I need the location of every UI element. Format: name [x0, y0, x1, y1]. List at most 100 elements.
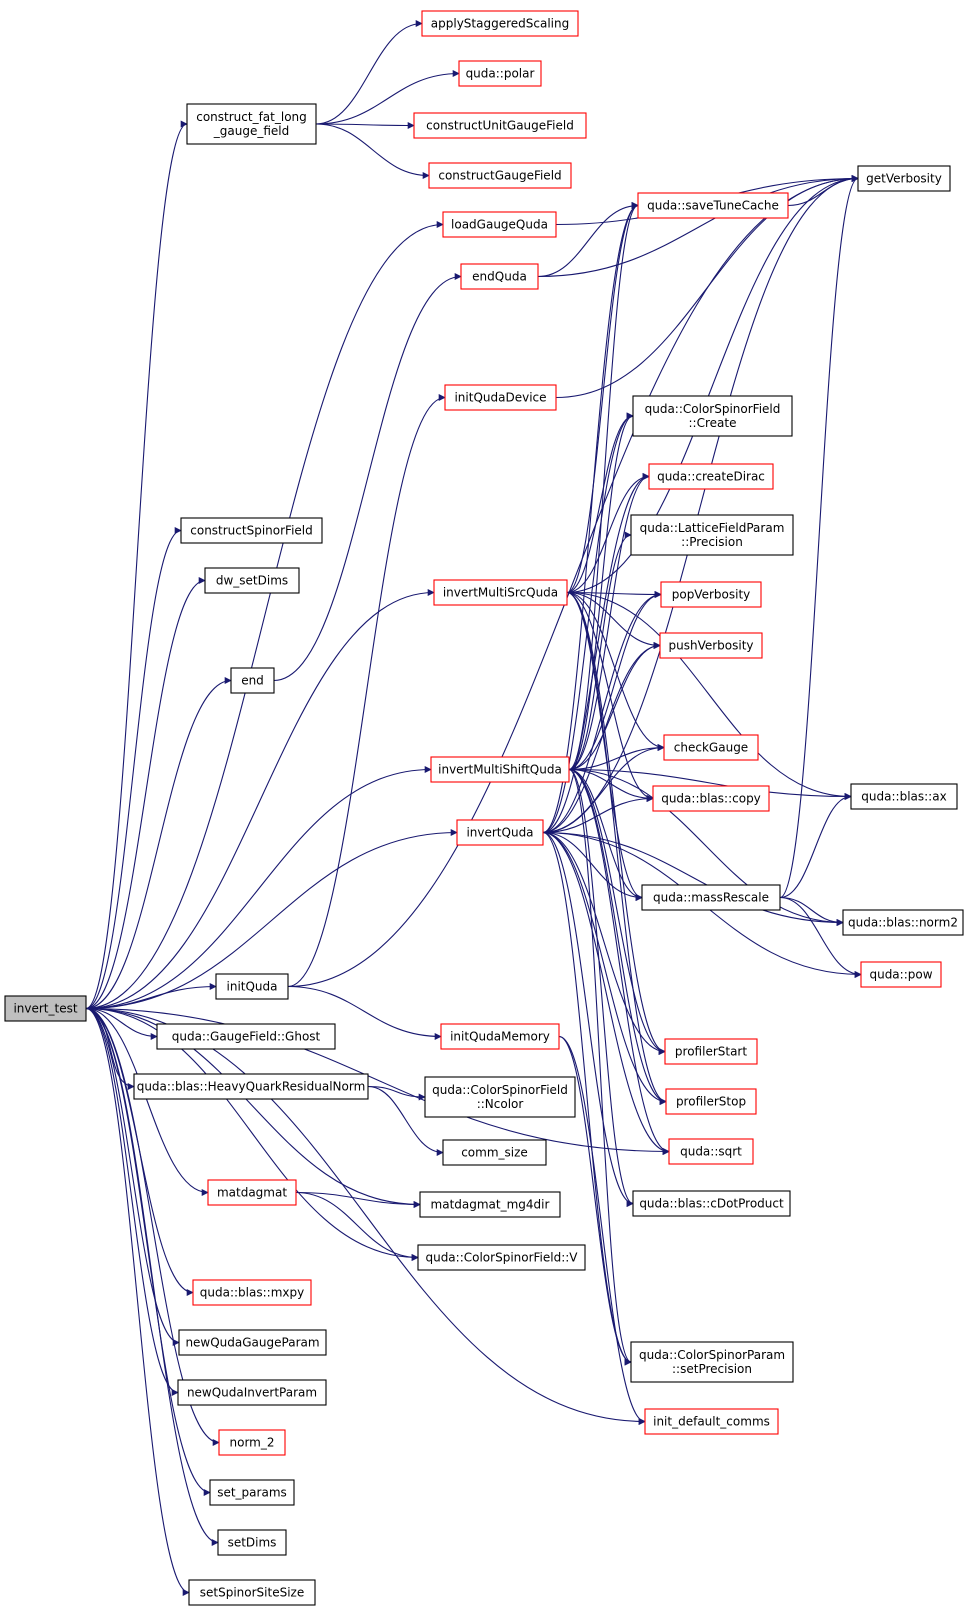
node-init-quda-device[interactable]: initQudaDevice [444, 384, 557, 411]
node-label: quda::blas::norm2 [848, 916, 958, 930]
node-matdagmat-mg4dir[interactable]: matdagmat_mg4dir [419, 1191, 561, 1218]
node-pop-verbosity[interactable]: popVerbosity [660, 581, 762, 608]
node-invert-multi-shift-quda[interactable]: invertMultiShiftQuda [430, 756, 570, 783]
node-label: loadGaugeQuda [451, 218, 548, 232]
node-construct-fat-long-gauge-field[interactable]: construct_fat_long_gauge_field [186, 103, 317, 145]
edge-invert-quda-to-save-tune-cache [542, 202, 639, 834]
node-get-verbosity[interactable]: getVerbosity [857, 165, 951, 192]
edge-construct-fat-long-gauge-field-to-construct-unit-gauge-field [315, 121, 415, 129]
node-blas-copy[interactable]: quda::blas::copy [652, 785, 770, 812]
node-dw-set-dims[interactable]: dw_setDims [204, 567, 300, 594]
node-box [442, 1139, 547, 1166]
edge-invert-quda-to-blas-norm2 [542, 831, 844, 926]
node-heavy-quark-residual-norm[interactable]: quda::blas::HeavyQuarkResidualNorm [133, 1073, 369, 1100]
node-construct-unit-gauge-field[interactable]: constructUnitGaugeField [413, 112, 587, 139]
node-label: setSpinorSiteSize [200, 1586, 304, 1600]
node-pow[interactable]: quda::pow [860, 961, 942, 988]
node-set-params[interactable]: set_params [209, 1479, 295, 1506]
node-label: constructSpinorField [190, 524, 313, 538]
edge-invert-multi-shift-quda-to-c-dot-product [568, 768, 634, 1207]
node-invert-multi-src-quda[interactable]: invertMultiSrcQuda [433, 579, 568, 606]
edge-init-quda-to-init-quda-device [287, 394, 446, 988]
edge-invert-multi-shift-quda-to-save-tune-cache [568, 202, 639, 771]
node-norm-2[interactable]: norm_2 [218, 1429, 286, 1456]
node-new-quda-gauge-param[interactable]: newQudaGaugeParam [178, 1329, 327, 1356]
node-label: end [241, 674, 264, 688]
edge-end-quda-to-save-tune-cache [537, 202, 639, 278]
node-profiler-start[interactable]: profilerStart [664, 1038, 758, 1065]
edge-invert-multi-shift-quda-to-pop-verbosity [568, 591, 662, 771]
node-label: quda::polar [466, 67, 535, 81]
node-label: quda::LatticeFieldParam [640, 521, 785, 535]
node-construct-gauge-field[interactable]: constructGaugeField [428, 162, 572, 189]
node-label: quda::saveTuneCache [647, 199, 779, 213]
node-sqrt[interactable]: quda::sqrt [668, 1138, 754, 1165]
node-box [652, 785, 770, 812]
edge-init-quda-device-to-get-verbosity [555, 175, 859, 399]
node-label: quda::ColorSpinorParam [639, 1348, 785, 1362]
edge-invert-quda-to-csp-set-precision [542, 831, 632, 1366]
node-box [456, 819, 544, 846]
node-blas-mxpy[interactable]: quda::blas::mxpy [192, 1279, 312, 1306]
node-invert-quda[interactable]: invertQuda [456, 819, 544, 846]
node-csf-v[interactable]: quda::ColorSpinorField::V [417, 1244, 586, 1271]
node-box [641, 884, 781, 911]
node-end[interactable]: end [230, 667, 275, 694]
node-init-quda[interactable]: initQuda [215, 973, 289, 1000]
node-set-dims[interactable]: setDims [217, 1529, 287, 1556]
node-init-quda-memory[interactable]: initQudaMemory [440, 1023, 560, 1050]
node-box [460, 263, 539, 290]
edge-invert-quda-to-profiler-stop [542, 831, 667, 1105]
node-invert-test[interactable]: invert_test [4, 995, 87, 1022]
node-apply-staggered-scaling[interactable]: applyStaggeredScaling [421, 10, 579, 37]
node-label: invertMultiSrcQuda [443, 586, 558, 600]
node-label: profilerStop [676, 1095, 746, 1109]
node-box [660, 581, 762, 608]
node-label: initQudaMemory [450, 1030, 550, 1044]
node-box [850, 783, 958, 810]
node-label: profilerStart [675, 1045, 747, 1059]
edge-invert-test-to-end [85, 677, 232, 1010]
node-box [664, 1038, 758, 1065]
node-lfp-precision[interactable]: quda::LatticeFieldParam::Precision [630, 514, 794, 556]
edge-end-quda-to-get-verbosity [537, 175, 859, 278]
node-create-dirac[interactable]: quda::createDirac [648, 463, 774, 490]
node-check-gauge[interactable]: checkGauge [663, 734, 759, 761]
node-load-gauge-quda[interactable]: loadGaugeQuda [442, 211, 557, 238]
node-box [648, 463, 774, 490]
node-csf-ncolor[interactable]: quda::ColorSpinorField::Ncolor [424, 1076, 576, 1118]
edge-invert-quda-to-get-verbosity [542, 175, 859, 834]
node-init-default-comms[interactable]: init_default_comms [644, 1408, 779, 1435]
node-comm-size[interactable]: comm_size [442, 1139, 547, 1166]
node-new-quda-invert-param[interactable]: newQudaInvertParam [177, 1379, 327, 1406]
node-box [417, 1244, 586, 1271]
node-construct-spinor-field[interactable]: constructSpinorField [180, 517, 323, 544]
edges-layer [85, 20, 862, 1596]
node-c-dot-product[interactable]: quda::blas::cDotProduct [632, 1190, 791, 1217]
node-blas-ax[interactable]: quda::blas::ax [850, 783, 958, 810]
node-csf-create[interactable]: quda::ColorSpinorField::Create [632, 395, 793, 437]
node-end-quda[interactable]: endQuda [460, 263, 539, 290]
edge-construct-fat-long-gauge-field-to-polar [315, 70, 460, 125]
node-blas-norm2[interactable]: quda::blas::norm2 [842, 909, 964, 936]
node-push-verbosity[interactable]: pushVerbosity [659, 632, 763, 659]
node-label: init_default_comms [653, 1415, 770, 1429]
node-mass-rescale[interactable]: quda::massRescale [641, 884, 781, 911]
node-label: constructGaugeField [438, 169, 561, 183]
node-profiler-stop[interactable]: profilerStop [665, 1088, 757, 1115]
node-box [442, 211, 557, 238]
node-gauge-field-ghost[interactable]: quda::GaugeField::Ghost [156, 1023, 336, 1050]
node-box [218, 1429, 286, 1456]
edge-heavy-quark-residual-norm-to-csf-ncolor [367, 1085, 426, 1101]
node-csp-set-precision[interactable]: quda::ColorSpinorParam::setPrecision [630, 1341, 794, 1383]
node-label: endQuda [472, 270, 527, 284]
node-matdagmat[interactable]: matdagmat [207, 1179, 297, 1206]
node-set-spinor-site-size[interactable]: setSpinorSiteSize [188, 1579, 316, 1606]
node-box [632, 395, 793, 437]
node-label: norm_2 [230, 1436, 275, 1450]
node-polar[interactable]: quda::polar [458, 60, 542, 87]
node-save-tune-cache[interactable]: quda::saveTuneCache [637, 192, 789, 219]
node-label: quda::pow [869, 968, 932, 982]
